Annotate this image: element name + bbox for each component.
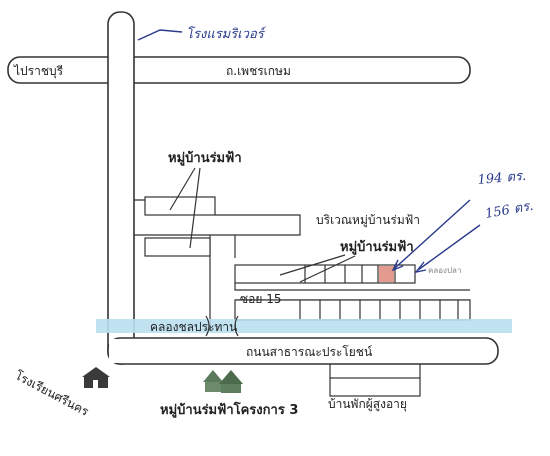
side-road-upper — [134, 199, 301, 236]
hotel-leader — [137, 29, 183, 41]
elder-home-lot — [329, 377, 421, 397]
lot-b-note: 156 ตร. — [484, 199, 534, 222]
school-building-icon — [82, 367, 110, 388]
phetkasem-road-label: ถ.เพชรเกษม — [226, 64, 291, 78]
arrow-lot-a — [391, 199, 471, 272]
bridge — [205, 315, 239, 337]
public-road-label: ถนนสาธารณะประโยชน์ — [246, 345, 372, 359]
lot-top-1 — [144, 196, 216, 216]
canal-label: คลองชลประทาน — [150, 320, 237, 334]
leader-village-top — [169, 167, 201, 249]
soi-label: ซอย 15 — [240, 292, 281, 306]
houses-icon — [203, 370, 243, 393]
lot-top-2 — [144, 237, 211, 257]
public-road — [107, 337, 499, 365]
elder-home-label: บ้านพักผู้สูงอายุ — [328, 397, 407, 412]
hotel-label: โรงแรมริเวอร์ — [186, 26, 267, 42]
junction-fill-2 — [109, 339, 133, 363]
arrow-lot-b — [414, 224, 481, 274]
inner-road — [209, 235, 236, 330]
junction-fill — [109, 58, 133, 82]
ratchaburi-label: ไปราชบุรี — [13, 64, 64, 79]
elder-home-road — [329, 364, 421, 378]
village-top-label: หมู่บ้านร่มฟ้า — [168, 150, 242, 166]
village-project3-label: หมู่บ้านร่มฟ้าโครงการ 3 — [160, 401, 298, 418]
lot-a-note: 194 ตร. — [477, 169, 527, 188]
village-mid-label: หมู่บ้านร่มฟ้า — [340, 239, 414, 255]
canal — [96, 319, 512, 333]
school-label: โรงเรียนศรีนคร — [13, 368, 92, 419]
faint-note: คลองปลา — [428, 266, 461, 275]
highlight-lot — [379, 266, 394, 282]
leader-village-mid — [279, 254, 356, 283]
village-area-label: บริเวณหมู่บ้านร่มฟ้า — [316, 213, 420, 228]
